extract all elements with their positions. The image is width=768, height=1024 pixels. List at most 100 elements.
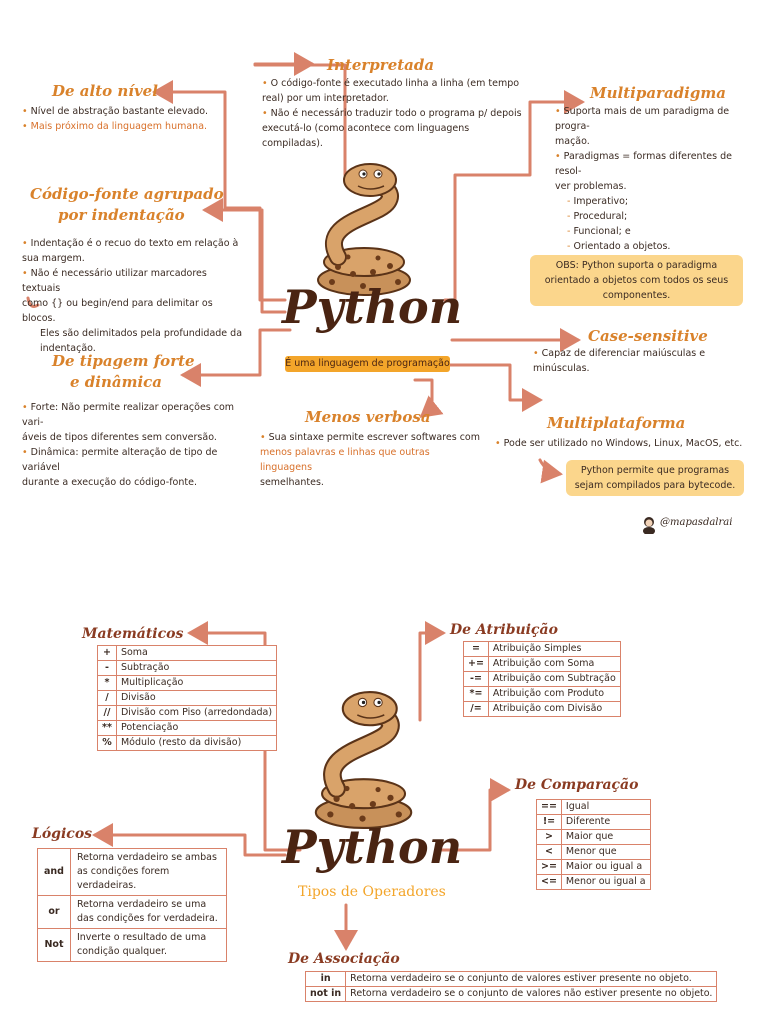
- matematicos-row: **Potenciação: [97, 720, 278, 736]
- operator-description: Divisão: [115, 690, 278, 706]
- operator-symbol: +=: [463, 656, 489, 672]
- author-credit: @mapasdalrai: [660, 517, 733, 528]
- page2-subtitle: Tipos de Operadores: [298, 884, 446, 900]
- operator-symbol: -=: [463, 671, 489, 687]
- operator-description: Soma: [115, 645, 278, 661]
- operator-description: Divisão com Piso (arredondada): [115, 705, 278, 721]
- operator-description: Módulo (resto da divisão): [115, 735, 278, 751]
- table-atribuicao: =Atribuição Simples+=Atribuição com Soma…: [463, 641, 621, 717]
- case-sensitive-text: • Capaz de diferenciar maiúsculas e minú…: [533, 348, 706, 374]
- operator-description: Multiplicação: [115, 675, 278, 691]
- python-snake-illustration: [308, 162, 418, 297]
- operator-symbol: ==: [536, 799, 562, 815]
- atribuicao-row: =Atribuição Simples: [463, 641, 621, 657]
- matematicos-row: /Divisão: [97, 690, 278, 706]
- alto-nivel-text: • Nível de abstração bastante elevado. •…: [22, 106, 208, 132]
- heading-interpretada: Interpretada: [327, 56, 435, 74]
- comparacao-row: !=Diferente: [536, 814, 651, 830]
- operator-description: Maior ou igual a: [560, 859, 651, 875]
- heading-multiparadigma: Multiparadigma: [590, 84, 726, 102]
- heading-tipagem-1: De tipagem forte: [52, 352, 195, 370]
- atribuicao-row: -=Atribuição com Subtração: [463, 671, 621, 687]
- python-snake-illustration-2: [305, 690, 420, 830]
- operator-symbol: **: [97, 720, 117, 736]
- interpretada-text: • O código-fonte é executado linha a lin…: [262, 78, 522, 149]
- operator-description: Menor que: [560, 844, 651, 860]
- operator-symbol: not in: [304, 986, 347, 1002]
- heading-associacao: De Associação: [288, 951, 400, 967]
- heading-indentacao-1: Código-fonte agrupado: [30, 185, 224, 203]
- indentacao-text: • Indentação é o recuo do texto em relaç…: [22, 238, 243, 354]
- operator-description: Potenciação: [115, 720, 278, 736]
- comparacao-row: >Maior que: [536, 829, 651, 845]
- matematicos-row: %Módulo (resto da divisão): [97, 735, 278, 751]
- heading-tipagem-2: e dinâmica: [70, 373, 162, 391]
- operator-symbol: //: [97, 705, 117, 721]
- operator-symbol: >=: [536, 859, 562, 875]
- comparacao-row: ==Igual: [536, 799, 651, 815]
- comparacao-row: <=Menor ou igual a: [536, 874, 651, 890]
- heading-indentacao-2: por indentação: [58, 206, 185, 224]
- operator-description: Diferente: [560, 814, 651, 830]
- operator-symbol: <=: [536, 874, 562, 890]
- menos-verbosa-text: • Sua sintaxe permite escrever softwares…: [260, 432, 480, 488]
- operator-symbol: *: [97, 675, 117, 691]
- operator-symbol: *=: [463, 686, 489, 702]
- table-comparacao: ==Igual!=Diferente>Maior que<Menor que>=…: [536, 799, 651, 890]
- operator-description: Retorna verdadeiro se ambas as condições…: [69, 848, 228, 896]
- operator-symbol: >: [536, 829, 562, 845]
- operator-description: Retorna verdadeiro se o conjunto de valo…: [345, 971, 718, 987]
- table-matematicos: +Soma-Subtração*Multiplicação/Divisão//D…: [97, 645, 278, 751]
- operator-symbol: =: [463, 641, 489, 657]
- operator-description: Igual: [560, 799, 651, 815]
- heading-atribuicao: De Atribuição: [450, 622, 558, 638]
- multiplataforma-note: Python permite que programas sejam compi…: [566, 460, 744, 496]
- matematicos-row: -Subtração: [97, 660, 278, 676]
- operator-symbol: %: [97, 735, 117, 751]
- heading-alto-nivel: De alto nível: [52, 82, 158, 100]
- operator-symbol: -: [97, 660, 117, 676]
- heading-menos-verbosa: Menos verbosa: [305, 408, 431, 426]
- heading-case-sensitive: Case-sensitive: [588, 327, 708, 345]
- atribuicao-row: /=Atribuição com Divisão: [463, 701, 621, 717]
- operator-description: Atribuição com Soma: [487, 656, 621, 672]
- matematicos-row: *Multiplicação: [97, 675, 278, 691]
- atribuicao-row: *=Atribuição com Produto: [463, 686, 621, 702]
- multiparadigma-note: OBS: Python suporta o paradigma orientad…: [530, 255, 743, 306]
- operator-description: Atribuição com Divisão: [487, 701, 621, 717]
- atribuicao-row: +=Atribuição com Soma: [463, 656, 621, 672]
- operator-description: Retorna verdadeiro se o conjunto de valo…: [345, 986, 718, 1002]
- operator-description: Menor ou igual a: [560, 874, 651, 890]
- heading-multiplataforma: Multiplataforma: [547, 414, 686, 432]
- subtitle-badge: É uma linguagem de programação: [285, 356, 450, 372]
- multiparadigma-text: • Suporta mais de um paradigma de progra…: [555, 106, 732, 252]
- operator-description: Subtração: [115, 660, 278, 676]
- operator-symbol: /=: [463, 701, 489, 717]
- operator-symbol: Not: [37, 928, 71, 962]
- matematicos-row: //Divisão com Piso (arredondada): [97, 705, 278, 721]
- operator-symbol: /: [97, 690, 117, 706]
- operator-description: Atribuição Simples: [487, 641, 621, 657]
- operator-symbol: and: [37, 848, 71, 896]
- operator-description: Atribuição com Produto: [487, 686, 621, 702]
- operator-description: Inverte o resultado de uma condição qual…: [69, 928, 228, 962]
- comparacao-row: <Menor que: [536, 844, 651, 860]
- operator-description: Retorna verdadeiro se uma das condições …: [69, 895, 228, 929]
- operator-symbol: +: [97, 645, 117, 661]
- page-title: Python: [282, 280, 463, 334]
- page2-title: Python: [282, 820, 463, 874]
- operator-description: Atribuição com Subtração: [487, 671, 621, 687]
- operator-description: Maior que: [560, 829, 651, 845]
- operator-symbol: <: [536, 844, 562, 860]
- heading-logicos: Lógicos: [32, 826, 93, 842]
- operator-symbol: or: [37, 895, 71, 929]
- operator-symbol: in: [304, 971, 347, 987]
- matematicos-row: +Soma: [97, 645, 278, 661]
